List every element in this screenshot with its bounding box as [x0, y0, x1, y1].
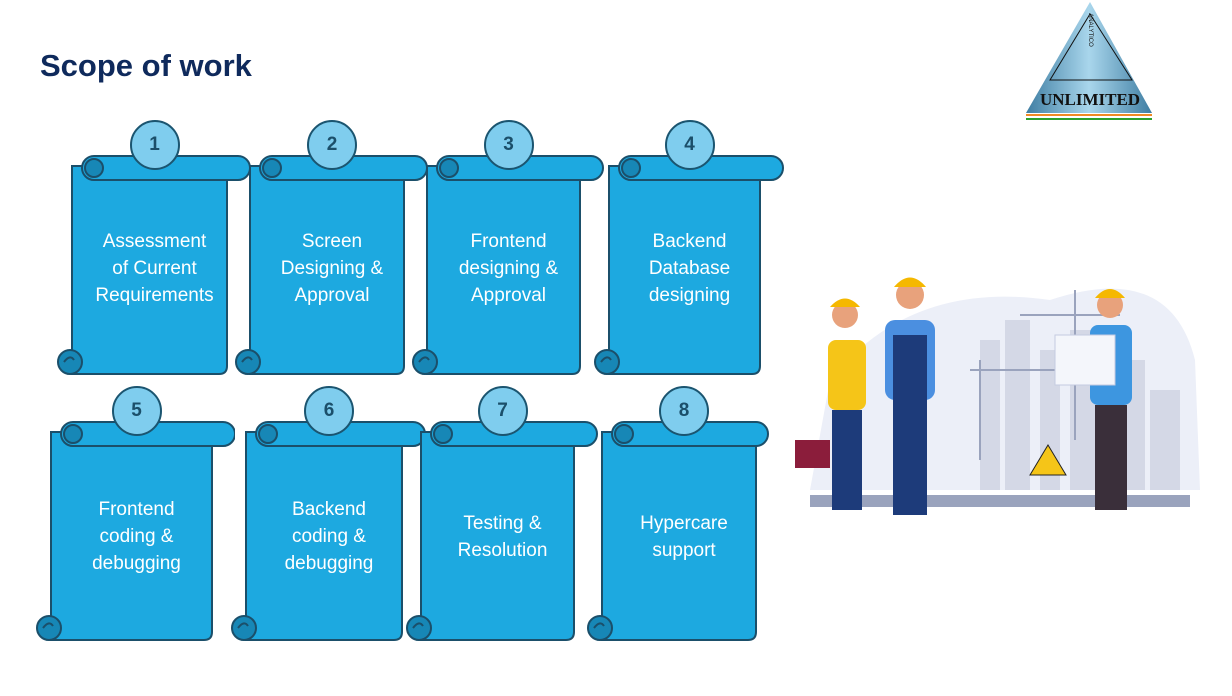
step-number: 5: [131, 400, 142, 421]
step-number-badge: 3: [483, 120, 534, 170]
scroll-card-1: 1 Assessment of Current Requirements: [56, 120, 256, 380]
scroll-card-7: 7 Testing & Resolution: [405, 386, 605, 646]
step-number-badge: 1: [129, 120, 180, 170]
scroll-card-5: 5 Frontend coding & debugging: [35, 386, 235, 646]
scroll-card-6: 6 Backend coding & debugging: [230, 386, 430, 646]
step-number-badge: 8: [659, 386, 709, 436]
step-number: 7: [497, 400, 508, 421]
step-label: Testing & Resolution: [457, 513, 548, 561]
scroll-shape: [594, 155, 784, 375]
page-title: Scope of work: [40, 48, 252, 83]
step-number-badge: 6: [304, 386, 354, 436]
step-number-badge: 2: [307, 120, 357, 170]
scroll-shape: [406, 421, 598, 641]
step-number-badge: 5: [111, 386, 162, 436]
scroll-shape: [57, 155, 251, 375]
step-number-badge: 4: [664, 120, 715, 170]
step-number: 6: [323, 400, 335, 421]
step-label: Screen Designing & Approval: [280, 231, 384, 306]
step-label: Backend coding & debugging: [284, 499, 374, 574]
scroll-shape: [587, 421, 769, 641]
scroll-card-3: 3 Frontend designing & Approval: [411, 120, 611, 380]
scroll-card-4: 4 Backend Database designing: [593, 120, 793, 380]
svg-text:UNLIMITED: UNLIMITED: [1040, 90, 1140, 109]
construction-workers-illustration: [790, 260, 1210, 530]
step-number: 4: [684, 134, 695, 155]
scroll-card-2: 2 Screen Designing & Approval: [234, 120, 434, 380]
step-label: Backend Database designing: [648, 231, 731, 306]
svg-text:ANALYTICO: ANALYTICO: [1087, 13, 1093, 47]
step-number: 3: [503, 134, 514, 155]
scroll-shape: [235, 155, 428, 375]
step-number: 2: [326, 134, 338, 155]
step-label: Frontend designing & Approval: [458, 231, 559, 306]
scroll-shape: [36, 421, 235, 641]
scroll-shape: [412, 155, 604, 375]
company-logo: UNLIMITED ANALYTICO: [1024, 0, 1154, 122]
step-label: Assessment of Current Requirements: [95, 231, 214, 306]
scroll-card-8: 8 Hypercare support: [586, 386, 786, 646]
step-number: 8: [678, 400, 690, 421]
step-number: 1: [149, 134, 160, 155]
step-number-badge: 7: [477, 386, 528, 436]
step-label: Hypercare support: [640, 513, 728, 561]
step-label: Frontend coding & debugging: [92, 499, 181, 574]
